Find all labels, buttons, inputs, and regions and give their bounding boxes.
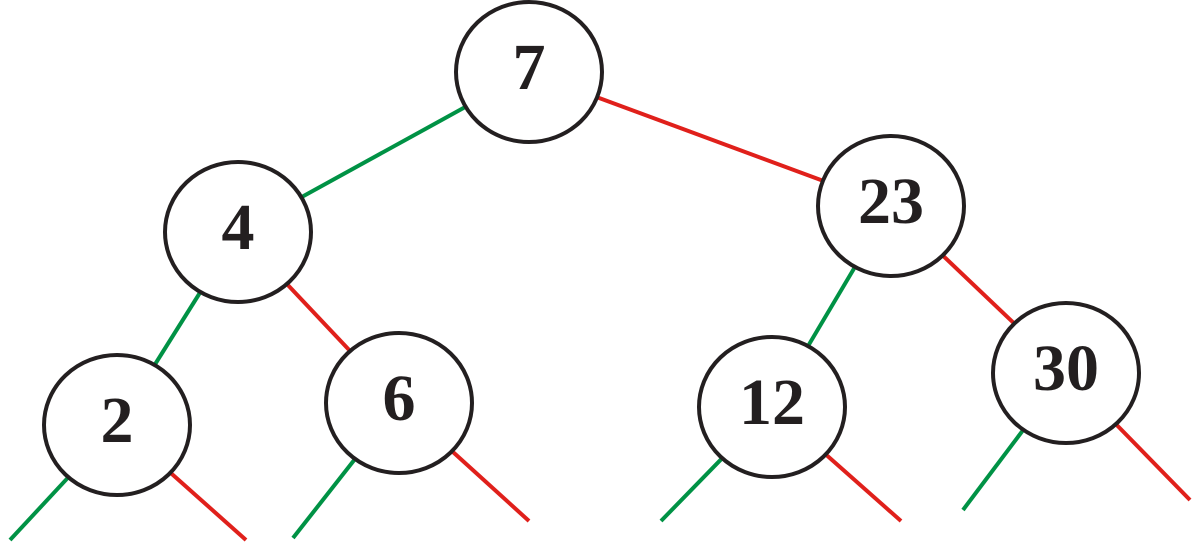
tree-node-label: 2 <box>101 384 134 457</box>
tree-node-23: 23 <box>816 134 966 278</box>
edge-n2-right-empty <box>169 471 248 542</box>
edge-n7-n23 <box>596 95 824 183</box>
edge-n12-left-empty <box>659 456 724 523</box>
tree-node-circle <box>454 0 604 144</box>
edge-n4-n2 <box>152 290 203 367</box>
tree-node-label: 6 <box>383 362 416 435</box>
tree-node-4: 4 <box>163 160 313 304</box>
edge-n6-left-empty <box>291 457 357 540</box>
edge-n12-right-empty <box>824 452 903 523</box>
edge-n30-right-empty <box>1114 422 1192 502</box>
tree-node-label: 4 <box>222 191 255 264</box>
tree-node-7: 7 <box>454 0 604 144</box>
tree-node-label: 23 <box>858 165 924 238</box>
edge-n4-n6 <box>285 282 352 353</box>
edge-n23-n30 <box>941 253 1016 326</box>
tree-node-circle <box>163 160 313 304</box>
tree-node-circle <box>42 353 192 497</box>
tree-nodes: 7 4 23 2 6 12 30 <box>42 0 1141 497</box>
tree-node-label: 7 <box>513 31 546 104</box>
tree-node-2: 2 <box>42 353 192 497</box>
tree-node-circle <box>991 301 1141 445</box>
tree-node-circle <box>816 134 966 278</box>
edge-n30-left-empty <box>961 428 1025 512</box>
tree-node-circle <box>324 331 474 475</box>
tree-node-circle <box>697 335 847 479</box>
tree-node-30: 30 <box>991 301 1141 445</box>
edge-n6-right-empty <box>450 449 531 523</box>
tree-edges <box>8 95 1192 542</box>
tree-node-label: 30 <box>1033 332 1099 405</box>
tree-node-label: 12 <box>739 366 805 439</box>
edge-n23-n12 <box>806 265 857 348</box>
tree-node-6: 6 <box>324 331 474 475</box>
edge-n2-left-empty <box>8 475 70 542</box>
edge-n7-n4 <box>300 105 467 199</box>
tree-node-12: 12 <box>697 335 847 479</box>
